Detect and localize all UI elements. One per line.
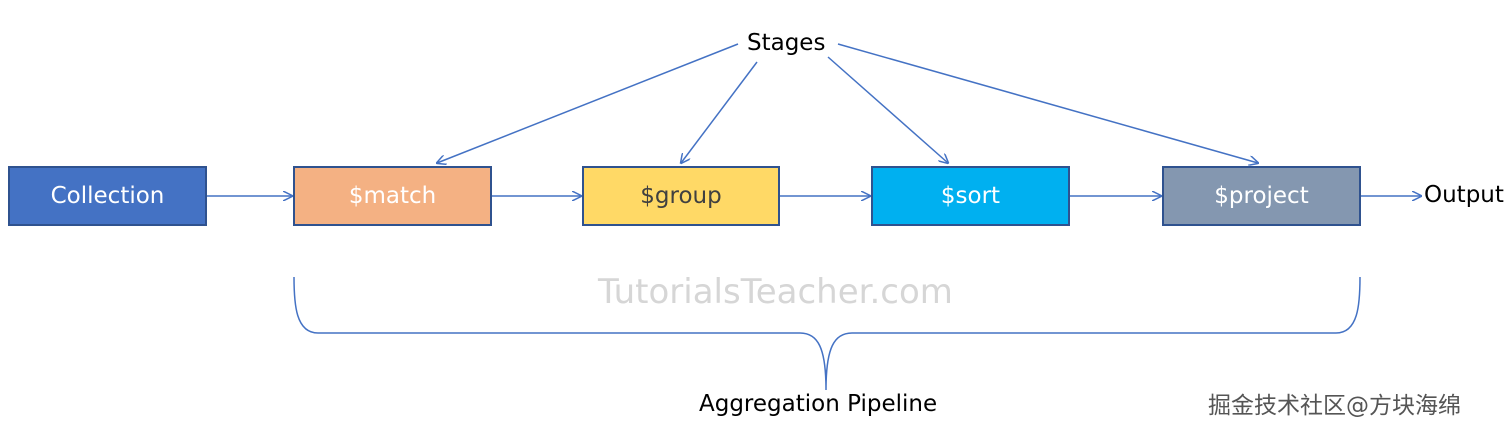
output-label: Output xyxy=(1424,182,1504,208)
stages-arrow-match xyxy=(437,43,739,163)
stages-arrow-group xyxy=(681,61,758,163)
node-group-label: $group xyxy=(640,183,722,209)
stages-arrow-sort xyxy=(827,56,948,163)
node-collection: Collection xyxy=(8,166,207,226)
corner-watermark: 掘金技术社区@方块海绵 xyxy=(1208,393,1461,419)
stages-label: Stages xyxy=(747,30,826,56)
node-project-label: $project xyxy=(1214,183,1309,209)
node-match-label: $match xyxy=(348,183,437,209)
pipeline-brace xyxy=(293,276,1361,391)
node-group: $group xyxy=(582,166,780,226)
node-sort: $sort xyxy=(871,166,1070,226)
pipeline-label: Aggregation Pipeline xyxy=(699,391,938,417)
node-project: $project xyxy=(1162,166,1361,226)
stages-arrow-project xyxy=(837,43,1258,163)
node-sort-label: $sort xyxy=(940,183,1001,209)
site-watermark: TutorialsTeacher.com xyxy=(598,272,953,312)
node-collection-label: Collection xyxy=(50,183,165,209)
node-match: $match xyxy=(293,166,492,226)
